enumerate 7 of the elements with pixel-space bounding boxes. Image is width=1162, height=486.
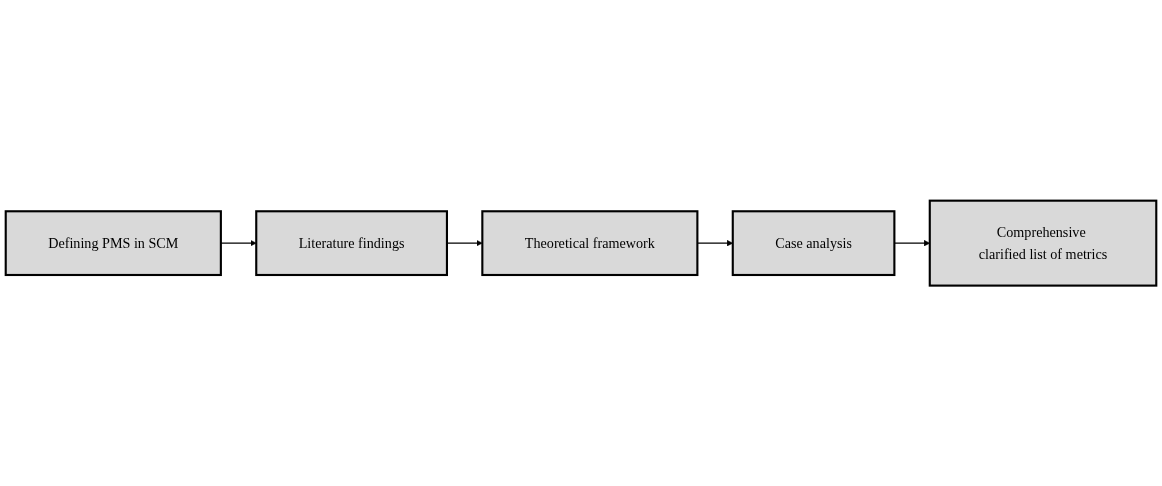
node-box: Case analysis: [731, 210, 896, 276]
node-box: Comprehensive clarified list of metrics: [928, 199, 1158, 287]
node-box: Literature findings: [255, 210, 448, 276]
arrow: [220, 239, 257, 247]
arrow: [446, 239, 483, 247]
node-box: Defining PMS in SCM: [4, 210, 222, 276]
node-box: Theoretical framework: [481, 210, 699, 276]
